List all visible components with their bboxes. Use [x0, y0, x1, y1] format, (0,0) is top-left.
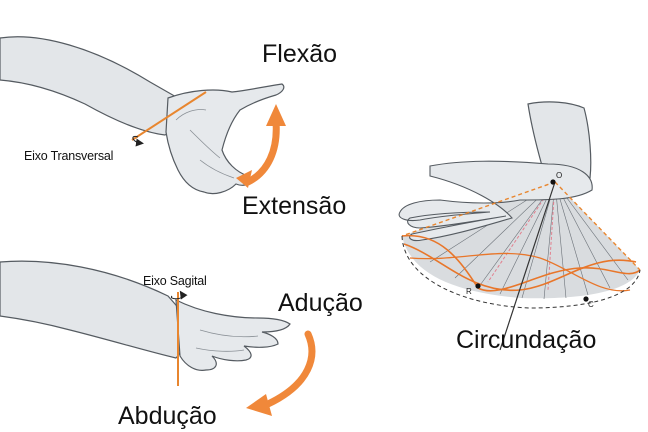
point-o-label: O — [556, 172, 562, 180]
flexion-arrowhead — [266, 104, 286, 126]
abduction-arrowhead — [246, 394, 272, 416]
circumduction-label: Circundação — [456, 328, 596, 353]
transverse-axis-label: Eixo Transversal — [24, 150, 113, 163]
circumduction-figure — [399, 102, 640, 350]
adduction-label: Adução — [278, 291, 363, 316]
flexion-extension-figure — [0, 37, 286, 194]
flexion-label: Flexão — [262, 42, 337, 67]
forearm-top — [0, 37, 181, 135]
point-r-marker — [475, 283, 480, 288]
extension-label: Extensão — [242, 194, 346, 219]
point-c-label: C — [588, 301, 594, 309]
hand-top — [166, 84, 284, 194]
hand-bottom — [176, 300, 290, 370]
curved-arrow-icon — [248, 122, 276, 182]
point-r-label: R — [466, 288, 472, 296]
abduction-label: Abdução — [118, 404, 217, 429]
sagittal-axis-label: Eixo Sagital — [143, 275, 207, 288]
point-o-marker — [550, 179, 555, 184]
